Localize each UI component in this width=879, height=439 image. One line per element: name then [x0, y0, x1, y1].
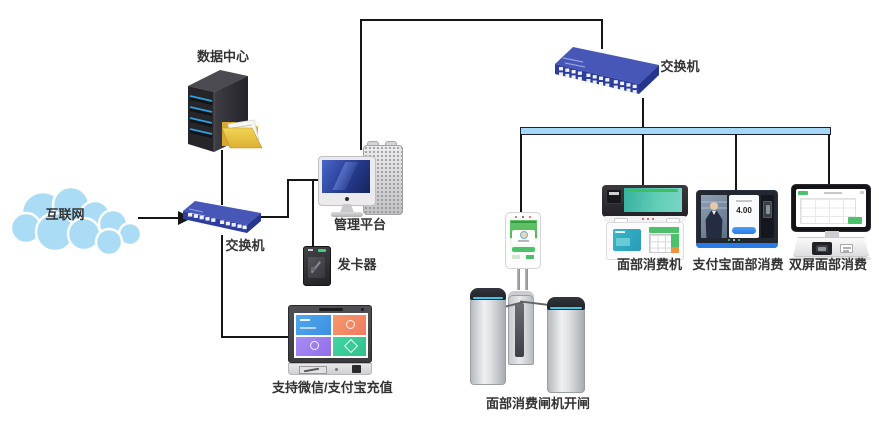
led-strip	[308, 249, 313, 251]
main-screen-frame	[791, 184, 871, 232]
speaker	[319, 308, 343, 311]
connector-line	[287, 179, 320, 181]
connector-line	[360, 19, 603, 21]
imac-base	[331, 212, 363, 217]
pos-base	[793, 237, 869, 257]
mount-pole	[517, 268, 520, 290]
scanner-module	[812, 242, 832, 255]
connector-line	[221, 235, 223, 338]
gate-cap-left	[470, 288, 506, 300]
base-button	[352, 365, 361, 373]
screen-neck	[825, 231, 839, 238]
terminal-body	[505, 212, 541, 269]
tile-weather	[296, 315, 331, 335]
terminal-base	[288, 363, 372, 375]
connector-line	[312, 179, 314, 248]
gate-cap-right	[547, 297, 585, 310]
imac-screen	[322, 160, 370, 193]
pos-body	[606, 222, 684, 260]
pay-button	[732, 227, 756, 234]
tile-query	[296, 337, 331, 356]
gate-pillar-right	[547, 301, 585, 393]
person-body	[705, 211, 723, 238]
face-terminal-icon	[505, 212, 541, 290]
connector-line	[257, 216, 289, 218]
tile-service	[333, 337, 366, 356]
imac-stand	[340, 204, 354, 213]
led-strip	[318, 249, 326, 252]
tile-recharge	[333, 315, 366, 335]
pos-small-screen	[613, 229, 641, 251]
base-shadow	[791, 257, 871, 260]
connector-line	[138, 217, 180, 219]
gate-inner-panel	[508, 295, 534, 365]
keypad	[649, 227, 679, 253]
connector-line	[735, 134, 737, 191]
right-switch-label: 交换机	[660, 59, 700, 74]
terminal-screen	[510, 220, 537, 260]
gate-pillar-left	[470, 291, 506, 385]
pos-screen	[624, 188, 682, 212]
dual-screen-label: 双屏面部消费	[788, 257, 867, 272]
result-card	[512, 230, 535, 244]
scanner-window	[763, 201, 772, 218]
connector-line	[221, 150, 223, 205]
data-center-label: 数据中心	[196, 49, 249, 64]
recharge-terminal-label: 支持微信/支付宝充值	[272, 380, 393, 395]
right-switch-icon	[555, 47, 659, 94]
card-reader	[840, 244, 853, 253]
tap-pad	[308, 257, 325, 278]
face-pos-icon	[600, 184, 690, 264]
scanner-column	[761, 195, 774, 238]
connector-line	[601, 19, 603, 49]
camera-dot	[361, 308, 364, 311]
connector-line	[287, 180, 289, 218]
avatar	[520, 231, 528, 239]
terminal-screen	[294, 313, 368, 358]
blue-edge	[696, 243, 778, 248]
gate-label: 面部消费闸机开闸	[485, 396, 590, 411]
user-photo	[701, 195, 727, 238]
pos-head	[602, 185, 688, 217]
mount-pole	[525, 268, 528, 290]
person-head	[710, 202, 718, 210]
management-platform-label: 管理平台	[333, 217, 386, 232]
card-slot	[299, 366, 327, 374]
dual-screen-pos-icon	[789, 183, 873, 261]
left-switch-icon	[183, 201, 261, 233]
connector-line	[642, 98, 644, 130]
connector-line	[642, 134, 644, 186]
alipay-face-device-icon: 4.00	[696, 190, 778, 250]
pad-mark	[311, 267, 315, 271]
amount-text: 4.00	[736, 206, 752, 215]
internet-cloud-icon	[9, 185, 143, 257]
management-computer-icon	[318, 156, 376, 206]
internet-label: 互联网	[45, 207, 85, 222]
base-dot	[335, 368, 338, 371]
imac-logo-icon	[345, 197, 349, 201]
alipay-face-label: 支付宝面部消费	[692, 257, 784, 272]
connector-line	[221, 336, 289, 338]
keypad-grid	[800, 198, 856, 224]
folder-icon	[221, 119, 263, 149]
printer-module	[606, 189, 622, 204]
recharge-terminal-icon	[288, 305, 372, 375]
network-bus-line	[520, 127, 831, 135]
left-switch-label: 交换机	[225, 238, 265, 253]
confirm-bar	[512, 247, 535, 252]
terminal-frame	[288, 305, 372, 363]
confirm-key	[848, 217, 862, 224]
connector-line	[520, 134, 522, 213]
turnstile-gate-icon	[462, 284, 594, 396]
screen-glare	[328, 162, 358, 190]
main-screen	[796, 189, 866, 227]
card-issuer-icon	[303, 246, 331, 286]
connector-line	[360, 19, 362, 150]
card-issuer-label: 发卡器	[337, 257, 377, 272]
payment-panel: 4.00	[729, 195, 759, 238]
face-pos-label: 面部消费机	[616, 257, 682, 272]
connector-line	[828, 134, 830, 185]
